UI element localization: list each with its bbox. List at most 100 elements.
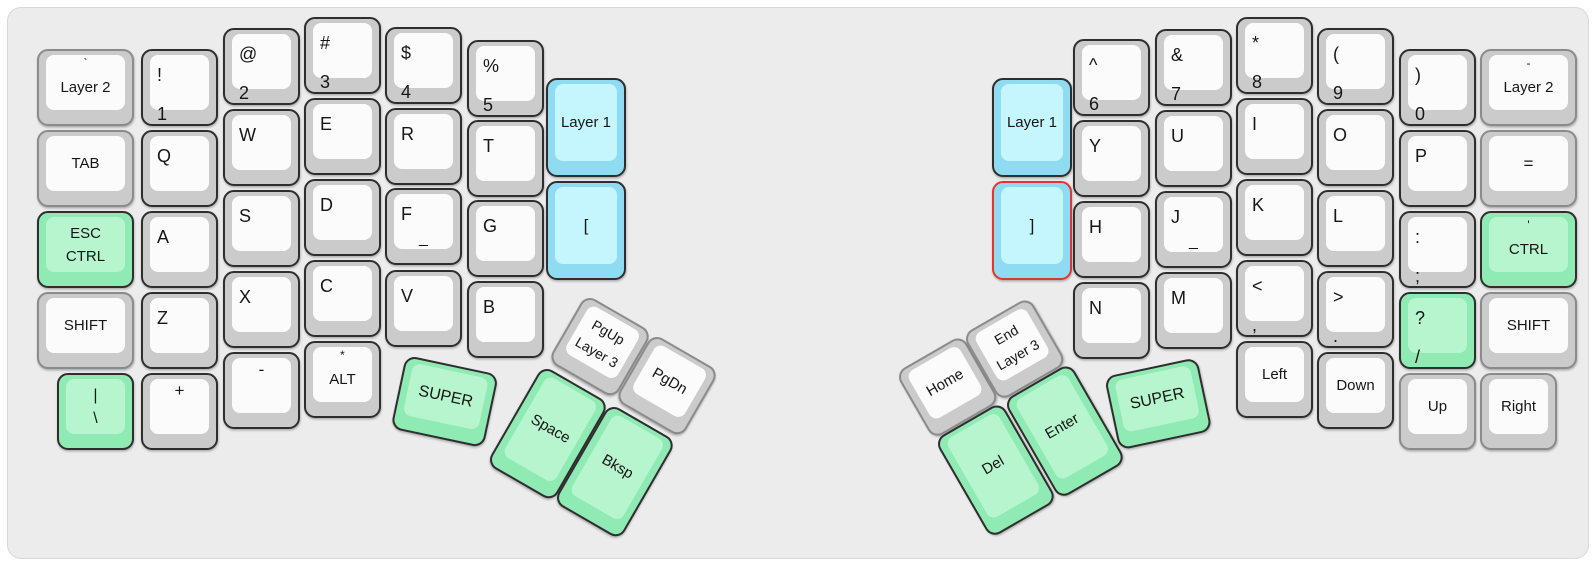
key-layer1-left[interactable]: Layer 1	[546, 78, 626, 177]
keycap-face: W	[232, 115, 291, 170]
key-paren-9[interactable]: (9	[1317, 28, 1394, 105]
key-shift-right[interactable]: SHIFT	[1480, 292, 1577, 369]
key-at-2[interactable]: @2	[223, 28, 300, 105]
key-down-arrow[interactable]: Down	[1317, 352, 1394, 429]
key-quote-ctrl[interactable]: 'CTRL	[1480, 211, 1577, 288]
key-minus[interactable]: -	[223, 352, 300, 429]
key-tab[interactable]: TAB	[37, 130, 134, 207]
key-layer2-left[interactable]: `Layer 2	[37, 49, 134, 126]
key-colon-semicolon[interactable]: :;	[1399, 211, 1476, 288]
key-legend: E	[320, 114, 333, 134]
key-k[interactable]: K	[1236, 179, 1313, 256]
key-y[interactable]: Y	[1073, 120, 1150, 197]
key-layer1-right[interactable]: Layer 1	[992, 78, 1072, 177]
keycap-face: P	[1408, 136, 1467, 191]
key-u[interactable]: U	[1155, 110, 1232, 187]
key-legend: $	[401, 43, 412, 63]
key-legend: 3	[320, 72, 331, 92]
key-percent-5[interactable]: %5	[467, 40, 544, 117]
key-paren-0[interactable]: )0	[1399, 49, 1476, 126]
key-legend: S	[239, 206, 252, 226]
key-legend: B	[483, 297, 496, 317]
key-s[interactable]: S	[223, 190, 300, 267]
key-right-arrow[interactable]: Right	[1480, 373, 1557, 450]
key-b[interactable]: B	[467, 281, 544, 358]
key-legend: PgDn	[649, 364, 691, 398]
key-lbracket[interactable]: [	[546, 181, 626, 280]
keycap-face: (9	[1326, 34, 1385, 103]
key-q[interactable]: Q	[141, 130, 218, 207]
key-r[interactable]: R	[385, 108, 462, 185]
keycap-face: =	[1489, 136, 1568, 191]
key-question-slash[interactable]: ?/	[1399, 292, 1476, 369]
key-g[interactable]: G	[467, 200, 544, 277]
key-legend: SUPER	[1128, 384, 1186, 413]
key-f[interactable]: F_	[385, 188, 462, 265]
key-minus-layer2[interactable]: -Layer 2	[1480, 49, 1577, 126]
key-d[interactable]: D	[304, 179, 381, 256]
key-super-left[interactable]: SUPER	[390, 355, 499, 449]
key-rbracket[interactable]: ]	[992, 181, 1072, 280]
key-shift-legend: `	[83, 56, 88, 70]
key-legend: ]	[1029, 215, 1035, 235]
key-e[interactable]: E	[304, 98, 381, 175]
key-angle-period[interactable]: >.	[1317, 271, 1394, 348]
key-legend: CTRL	[65, 247, 106, 265]
key-j[interactable]: J_	[1155, 191, 1232, 268]
key-c[interactable]: C	[304, 260, 381, 337]
key-v[interactable]: V	[385, 270, 462, 347]
keycap-face: |\	[66, 379, 125, 434]
key-up-arrow[interactable]: Up	[1399, 373, 1476, 450]
keycap-face: )0	[1408, 55, 1467, 124]
key-n[interactable]: N	[1073, 282, 1150, 359]
key-legend: >	[1333, 287, 1344, 307]
key-i[interactable]: I	[1236, 98, 1313, 175]
key-z[interactable]: Z	[141, 292, 218, 369]
key-x[interactable]: X	[223, 271, 300, 348]
key-p[interactable]: P	[1399, 130, 1476, 207]
key-plus[interactable]: +	[141, 373, 218, 450]
key-legend: O	[1333, 125, 1348, 145]
keycap-face: E	[313, 104, 372, 159]
key-amp-7[interactable]: &7	[1155, 29, 1232, 106]
key-excl-1[interactable]: !1	[141, 49, 218, 126]
key-l[interactable]: L	[1317, 190, 1394, 267]
key-angle-comma[interactable]: <,	[1236, 260, 1313, 337]
key-t[interactable]: T	[467, 120, 544, 197]
key-legend: T	[483, 136, 494, 156]
key-caret-6[interactable]: ^6	[1073, 39, 1150, 116]
key-legend: ,	[1252, 315, 1258, 335]
key-shift-left[interactable]: SHIFT	[37, 292, 134, 369]
key-pipe-backslash[interactable]: |\	[57, 373, 134, 450]
keycap-face: >.	[1326, 277, 1385, 346]
key-o[interactable]: O	[1317, 109, 1394, 186]
key-legend: 9	[1333, 83, 1344, 103]
keycap-face: ]	[1001, 187, 1063, 264]
key-legend: &	[1171, 45, 1184, 65]
key-hash-3[interactable]: #3	[304, 17, 381, 94]
key-a[interactable]: A	[141, 211, 218, 288]
key-left-arrow[interactable]: Left	[1236, 341, 1313, 418]
key-equals[interactable]: =	[1480, 130, 1577, 207]
key-dollar-4[interactable]: $4	[385, 27, 462, 104]
key-legend: Layer 1	[560, 113, 612, 131]
key-super-right[interactable]: SUPER	[1104, 357, 1213, 451]
key-legend: :	[1415, 227, 1421, 247]
key-star-alt[interactable]: *ALT	[304, 341, 381, 418]
key-legend: *	[1252, 33, 1260, 53]
key-legend: 8	[1252, 72, 1263, 92]
key-star-8[interactable]: *8	[1236, 17, 1313, 94]
key-shift-legend: *	[340, 348, 345, 362]
key-m[interactable]: M	[1155, 272, 1232, 349]
key-legend: \	[93, 409, 98, 427]
keycap-face: Layer 1	[555, 84, 617, 161]
keycap-face: SHIFT	[1489, 298, 1568, 353]
keycap-face: Home	[905, 344, 985, 422]
key-h[interactable]: H	[1073, 201, 1150, 278]
keycap-face: X	[232, 277, 291, 332]
keycap-face: M	[1164, 278, 1223, 333]
key-w[interactable]: W	[223, 109, 300, 186]
key-legend: N	[1089, 298, 1102, 318]
